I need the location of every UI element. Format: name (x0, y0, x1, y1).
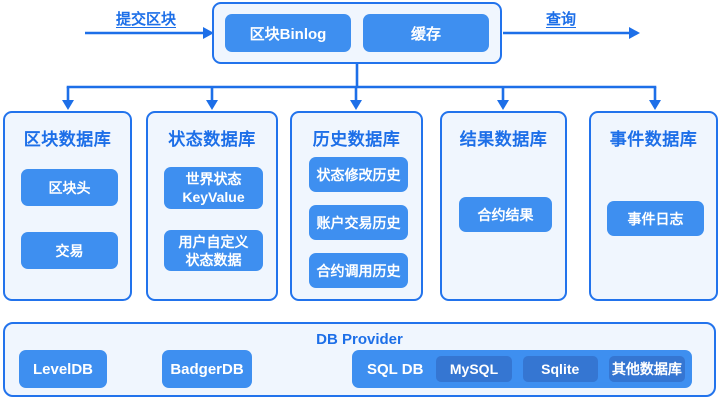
contract-result-node: 合约结果 (459, 197, 552, 232)
drop-arrowhead-1-icon (62, 100, 74, 110)
drop-arrowhead-5-icon (649, 100, 661, 110)
query-arrowhead-icon (629, 27, 640, 39)
db-provider-panel: DB Provider LevelDB BadgerDB SQL DB MySQ… (3, 322, 716, 397)
state-db-title: 状态数据库 (168, 130, 256, 149)
account-tx-history-node: 账户交易历史 (309, 205, 408, 240)
cache-node: 缓存 (363, 14, 489, 52)
history-db-title: 历史数据库 (312, 130, 401, 149)
sql-db-label: SQL DB (367, 360, 424, 378)
binlog-cache-panel: 区块Binlog 缓存 (212, 2, 502, 64)
drop-arrowhead-3-icon (350, 100, 362, 110)
query-label: 查询 (545, 11, 576, 28)
db-provider-title: DB Provider (316, 331, 403, 348)
transaction-node: 交易 (21, 232, 118, 269)
block-db-title: 区块数据库 (23, 130, 112, 149)
sql-db-group: SQL DB MySQL Sqlite 其他数据库 (352, 350, 692, 388)
mysql-node: MySQL (436, 356, 512, 382)
event-log-node: 事件日志 (607, 201, 704, 236)
other-db-node: 其他数据库 (608, 356, 686, 382)
user-defined-state-node: 用户自定义 状态数据 (164, 230, 263, 271)
history-db-panel: 历史数据库 状态修改历史 账户交易历史 合约调用历史 (290, 111, 423, 301)
submit-block-label: 提交区块 (115, 11, 176, 28)
state-modify-history-node: 状态修改历史 (309, 157, 408, 192)
block-binlog-node: 区块Binlog (225, 14, 351, 52)
block-header-node: 区块头 (21, 169, 118, 206)
result-db-title: 结果数据库 (459, 130, 548, 149)
submit-arrowhead-icon (203, 27, 214, 39)
state-db-panel: 状态数据库 世界状态 KeyValue 用户自定义 状态数据 (146, 111, 278, 301)
leveldb-node: LevelDB (19, 350, 107, 388)
badgerdb-node: BadgerDB (162, 350, 252, 388)
drop-arrowhead-2-icon (206, 100, 218, 110)
contract-call-history-node: 合约调用历史 (309, 253, 408, 288)
block-db-panel: 区块数据库 区块头 交易 (3, 111, 132, 301)
event-db-title: 事件数据库 (609, 130, 698, 149)
result-db-panel: 结果数据库 合约结果 (440, 111, 567, 301)
sqlite-node: Sqlite (522, 356, 598, 382)
event-db-panel: 事件数据库 事件日志 (589, 111, 718, 301)
drop-arrowhead-4-icon (497, 100, 509, 110)
world-state-keyvalue-node: 世界状态 KeyValue (164, 167, 263, 209)
